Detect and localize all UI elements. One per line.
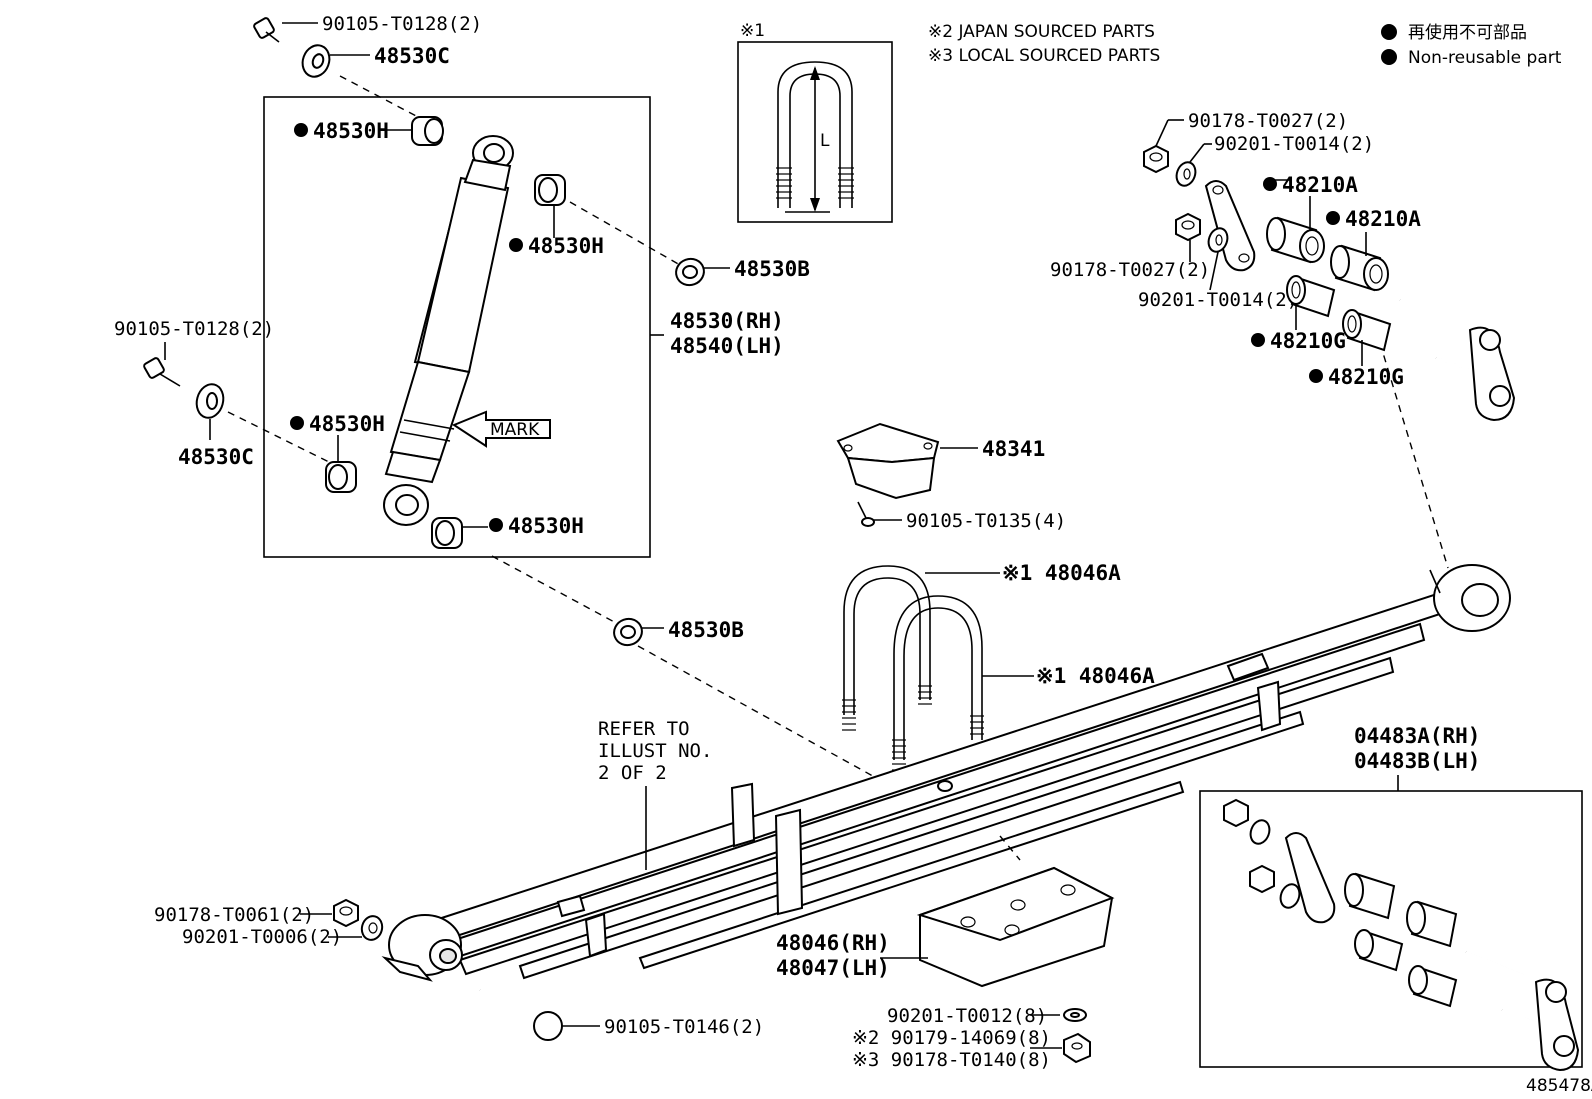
- u-bolt-icon: [842, 565, 932, 731]
- shock-absorber-box: [263, 96, 651, 558]
- label-48530c-top: 48530C: [374, 44, 450, 68]
- bump-stopper-icon: [836, 422, 940, 500]
- refer-line-1: REFER TO: [598, 718, 690, 740]
- shackle-plate-icon: [1204, 180, 1256, 272]
- washer-icon: [1063, 1008, 1087, 1022]
- label-48530h-1: 48530H: [313, 119, 389, 143]
- label-nut-mid: 90178-T0027(2): [1050, 259, 1210, 281]
- mark-callout: [451, 410, 551, 448]
- nut-icon: [1063, 1032, 1091, 1064]
- bushing-icon: [534, 174, 566, 206]
- refer-line-2: ILLUST NO.: [598, 740, 712, 762]
- shackle-icon: [1399, 298, 1516, 422]
- label-48530h-3: 48530H: [309, 412, 385, 436]
- dimension-l-label: L: [820, 131, 830, 151]
- shackle-assembly-icon: [1223, 798, 1580, 1072]
- label-48341: 48341: [982, 437, 1045, 461]
- washer-icon: [613, 617, 643, 647]
- label-04483a-rh: 04483A(RH): [1354, 724, 1480, 748]
- label-48210a-1: 48210A: [1282, 173, 1358, 197]
- nonreusable-dot-icon: [290, 416, 304, 430]
- u-bolt-icon: [892, 595, 984, 771]
- mark-label: MARK: [490, 420, 540, 440]
- nonreusable-dot-icon: [1381, 49, 1397, 65]
- note-local-sourced: ※3 LOCAL SOURCED PARTS: [928, 46, 1160, 66]
- note-japan-sourced: ※2 JAPAN SOURCED PARTS: [928, 22, 1155, 42]
- bushing-icon: [1266, 216, 1325, 264]
- label-bolt-front: 90105-T0146(2): [604, 1016, 764, 1038]
- label-washer-front: 90201-T0006(2): [182, 926, 342, 948]
- nonreusable-dot-icon: [294, 123, 308, 137]
- nonreusable-dot-icon: [489, 518, 503, 532]
- label-bolt-top: 90105-T0128(2): [322, 13, 482, 35]
- shackle-assembly-box: [1199, 790, 1583, 1068]
- label-washer-top: 90201-T0014(2): [1214, 133, 1374, 155]
- label-ubolt-2: ※1 48046A: [1036, 664, 1155, 688]
- screw-icon: [857, 501, 875, 527]
- label-washer-mid: 90201-T0014(2): [1138, 289, 1298, 311]
- leaf-spring-icon: [381, 564, 1511, 982]
- washer-icon: [1207, 227, 1229, 253]
- washer-icon: [675, 257, 705, 287]
- label-nut-seat-local: ※3 90178-T0140(8): [852, 1049, 1051, 1071]
- label-48530c-left: 48530C: [178, 445, 254, 469]
- washer-icon: [1175, 161, 1197, 187]
- illustration-number: 485478A: [1526, 1076, 1592, 1096]
- label-48210g-2: 48210G: [1328, 365, 1404, 389]
- ubolt-detail-box: [737, 41, 893, 223]
- nut-icon: [1143, 144, 1169, 174]
- label-04483b-lh: 04483B(LH): [1354, 749, 1480, 773]
- label-washer-seat: 90201-T0012(8): [887, 1005, 1047, 1027]
- washer-icon: [195, 383, 225, 419]
- bushing-icon: [411, 116, 444, 146]
- nonreusable-dot-icon: [1381, 24, 1397, 40]
- bushing-icon: [1342, 309, 1392, 352]
- label-48530h-4: 48530H: [508, 514, 584, 538]
- label-48530-rh: 48530(RH): [670, 309, 784, 333]
- nonreusable-dot-icon: [509, 238, 523, 252]
- label-nut-top: 90178-T0027(2): [1188, 110, 1348, 132]
- label-48530h-2: 48530H: [528, 234, 604, 258]
- washer-icon: [301, 44, 331, 78]
- label-48210g-1: 48210G: [1270, 329, 1346, 353]
- note-nonreusable-en: Non-reusable part: [1408, 48, 1562, 68]
- nonreusable-dot-icon: [1326, 211, 1340, 225]
- nonreusable-dot-icon: [1251, 333, 1265, 347]
- spring-seat-icon: [916, 866, 1115, 988]
- bushing-icon: [325, 461, 357, 493]
- label-48530b-1: 48530B: [734, 257, 810, 281]
- label-nut-front: 90178-T0061(2): [154, 904, 314, 926]
- nut-icon: [1175, 212, 1201, 242]
- bushing-icon: [1286, 275, 1336, 318]
- nonreusable-dot-icon: [1263, 177, 1277, 191]
- label-48210a-2: 48210A: [1345, 207, 1421, 231]
- label-ubolt-1: ※1 48046A: [1002, 561, 1121, 585]
- nut-icon: [333, 898, 359, 928]
- label-48047-lh: 48047(LH): [776, 956, 890, 980]
- label-bolt-left: 90105-T0128(2): [114, 318, 274, 340]
- ubolt-detail-icon: [776, 61, 854, 213]
- label-48046-rh: 48046(RH): [776, 931, 890, 955]
- inset-ref-mark: ※1: [740, 21, 765, 41]
- bushing-icon: [1330, 244, 1389, 292]
- bushing-icon: [431, 517, 463, 549]
- label-nut-seat-jp: ※2 90179-14069(8): [852, 1027, 1051, 1049]
- bolt-icon: [253, 17, 280, 43]
- bolt-icon: [143, 357, 181, 387]
- label-48540-lh: 48540(LH): [670, 334, 784, 358]
- washer-icon: [360, 915, 384, 941]
- refer-line-3: 2 OF 2: [598, 762, 667, 784]
- bolt-icon: [479, 988, 563, 1041]
- nonreusable-dot-icon: [1309, 369, 1323, 383]
- label-48530b-2: 48530B: [668, 618, 744, 642]
- shock-absorber-icon: [383, 135, 514, 526]
- note-nonreusable-jp: 再使用不可部品: [1408, 22, 1527, 43]
- label-bumper-screw: 90105-T0135(4): [906, 510, 1066, 532]
